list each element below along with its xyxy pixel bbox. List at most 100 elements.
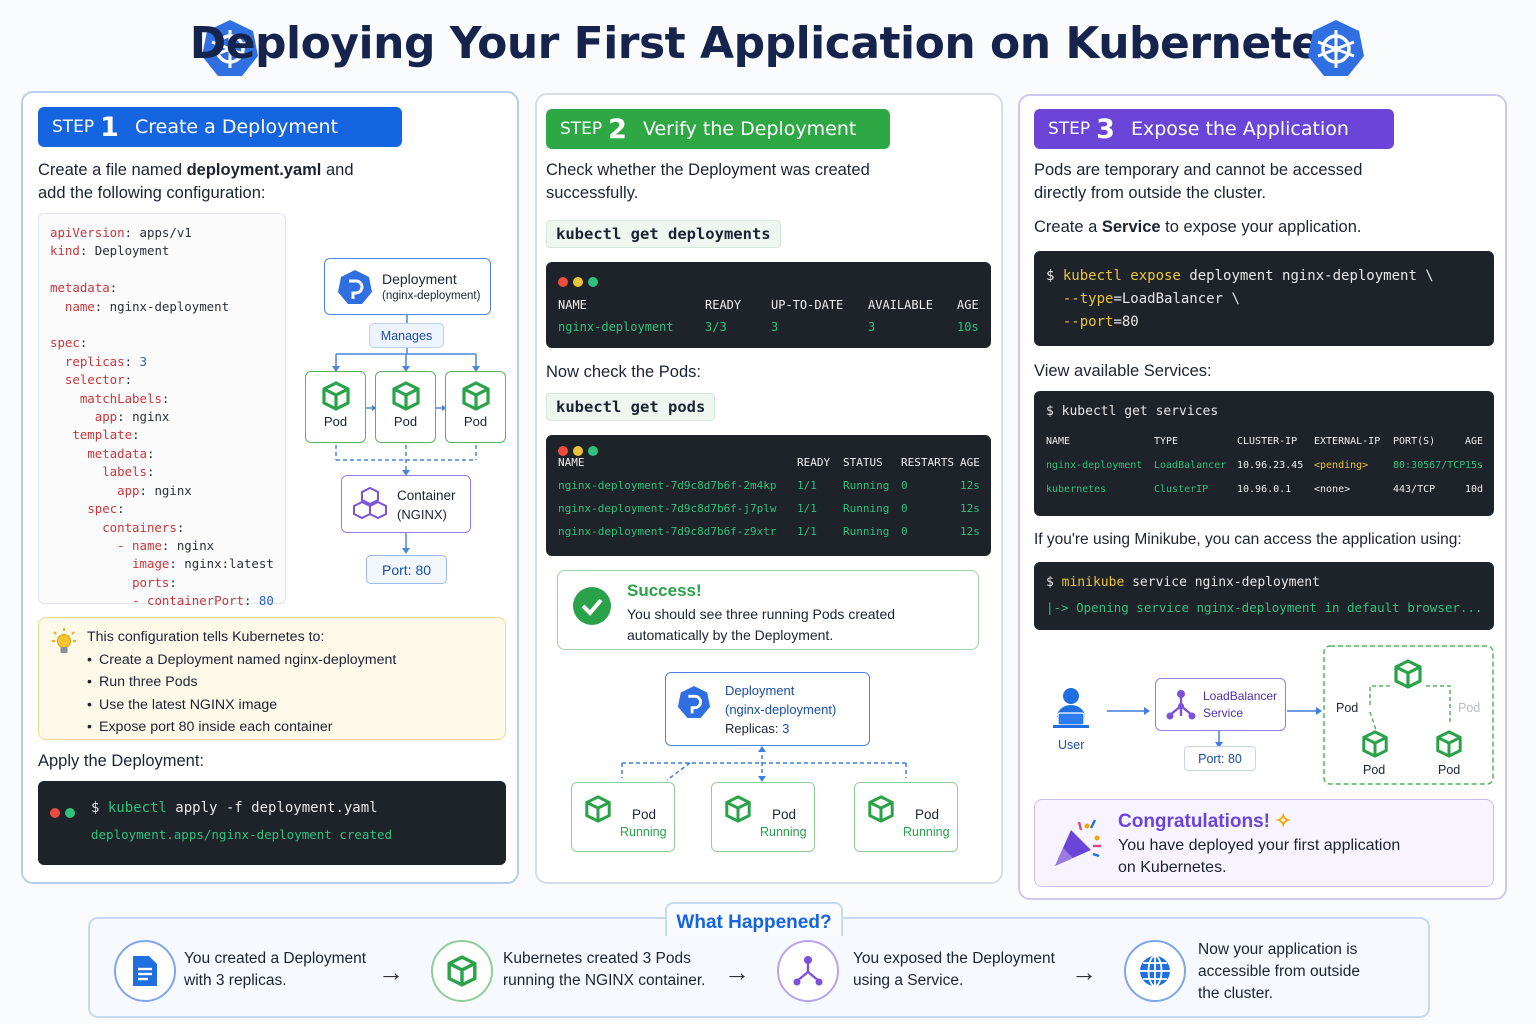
table-header: TYPE bbox=[1154, 436, 1179, 447]
yaml-line: kind: Deployment bbox=[50, 242, 285, 260]
table-cell: Running bbox=[843, 502, 890, 515]
table-cell: nginx-deployment bbox=[1046, 460, 1143, 471]
yaml-key: name bbox=[64, 298, 95, 314]
pod-cube-icon bbox=[321, 381, 350, 411]
success-text: You should see three running Pods create… bbox=[627, 606, 896, 622]
step-number: 3 bbox=[1096, 113, 1115, 145]
pod-node: Pod bbox=[305, 371, 366, 443]
intro-text: Create a file named bbox=[38, 161, 187, 179]
table-cell: 0 bbox=[901, 502, 908, 515]
intro-text: directly from outside the cluster. bbox=[1034, 184, 1267, 202]
party-popper-icon bbox=[1055, 819, 1101, 866]
apply-terminal: $ kubectl apply -f deployment.yaml deplo… bbox=[38, 781, 506, 865]
prompt: $ bbox=[1046, 404, 1062, 419]
pod-label: Pod bbox=[393, 414, 418, 429]
yaml-text bbox=[50, 556, 132, 571]
text: to expose your application. bbox=[1160, 218, 1362, 236]
step1-connectors bbox=[332, 315, 480, 554]
step-number: 1 bbox=[100, 111, 119, 143]
table-cell: nginx-deployment-7d9c8d7b6f-2m4kp bbox=[558, 479, 777, 492]
yaml-key: metadata bbox=[50, 280, 110, 296]
yaml-text bbox=[50, 538, 117, 553]
yaml-key: ports bbox=[132, 574, 170, 590]
expose-line-1: $ kubectl expose deployment nginx-deploy… bbox=[1046, 265, 1494, 288]
container-stack-icon bbox=[353, 486, 387, 520]
table-header: READY bbox=[705, 298, 742, 312]
yaml-text: : bbox=[161, 390, 170, 406]
intro-text: add the following configuration: bbox=[38, 184, 266, 202]
yaml-key: app bbox=[94, 409, 118, 425]
success-message: You should see three running Pods create… bbox=[627, 604, 895, 646]
step-word: STEP bbox=[560, 119, 603, 139]
yaml-line: containers: bbox=[50, 519, 285, 537]
table-cell: <none> bbox=[1314, 484, 1351, 495]
table-cell: 10.96.23.45 bbox=[1237, 460, 1304, 471]
yaml-key: spec bbox=[50, 335, 80, 351]
pods-label: Now check the Pods: bbox=[546, 363, 701, 381]
congrats-title: Congratulations! bbox=[1118, 811, 1270, 832]
yaml-text bbox=[50, 575, 132, 590]
cmd: kubectl get services bbox=[1061, 404, 1219, 419]
pod-label: Pod bbox=[463, 414, 488, 429]
intro-text: Pods are temporary and cannot be accesse… bbox=[1034, 161, 1363, 179]
pod-cube-icon bbox=[1394, 659, 1422, 689]
yaml-text: : bbox=[243, 593, 259, 609]
yaml-key: template bbox=[72, 427, 133, 443]
user-label: User bbox=[1058, 738, 1085, 752]
get-pods-command: kubectl get pods bbox=[546, 393, 716, 421]
prompt: $ bbox=[1046, 575, 1062, 590]
what-happened-heading: What Happened? bbox=[665, 902, 843, 936]
intro-text: and bbox=[321, 161, 354, 179]
page-title: Deploying Your First Application on Kube… bbox=[189, 18, 1347, 69]
pod-label: Pod bbox=[772, 807, 797, 822]
table-header: AGE bbox=[960, 456, 980, 469]
flag-value: =80 bbox=[1113, 314, 1139, 330]
kubernetes-logo-right-icon bbox=[1308, 20, 1364, 76]
table-cell: 15s bbox=[1465, 460, 1484, 471]
table-cell: Running bbox=[843, 479, 890, 492]
yaml-text: : bbox=[147, 445, 155, 461]
table-cell: 3 bbox=[868, 320, 876, 334]
table-cell: 10s bbox=[957, 320, 979, 334]
pod-status: Running bbox=[760, 825, 807, 839]
services-command: $ kubectl get services bbox=[1046, 404, 1218, 419]
table-cell: 80:30567/TCP bbox=[1393, 460, 1466, 471]
yaml-text: : bbox=[169, 574, 177, 590]
summary-line: accessible from outside bbox=[1198, 963, 1360, 980]
table-header: NAME bbox=[558, 456, 585, 469]
cmd-bin: minikube bbox=[1061, 575, 1125, 590]
table-cell: <pending> bbox=[1314, 460, 1369, 471]
step1-intro: Create a file named deployment.yaml and a… bbox=[38, 159, 498, 205]
table-header: NAME bbox=[1046, 436, 1071, 447]
yaml-text bbox=[50, 464, 102, 479]
cmd-args: apply -f deployment.yaml bbox=[166, 800, 378, 816]
pod-cube-icon bbox=[725, 795, 751, 823]
table-header: EXTERNAL-IP bbox=[1314, 436, 1381, 447]
tip-item: Use the latest NGINX image bbox=[87, 694, 505, 717]
party-emoji-icon: ✧ bbox=[1275, 811, 1292, 832]
yaml-number: 3 bbox=[139, 353, 147, 369]
yaml-key: labels bbox=[102, 464, 147, 480]
yaml-line: - name: nginx bbox=[50, 537, 285, 555]
file-name: deployment.yaml bbox=[186, 161, 322, 179]
create-service-text: Create a Service to expose your applicat… bbox=[1034, 216, 1361, 239]
globe-icon bbox=[1140, 955, 1170, 987]
table-header: CLUSTER-IP bbox=[1237, 436, 1298, 447]
document-icon bbox=[133, 956, 157, 986]
pod-cube-icon bbox=[1362, 730, 1388, 758]
replicas-label: Replicas: bbox=[725, 721, 783, 736]
flag: --port bbox=[1046, 314, 1114, 330]
yaml-key: image bbox=[132, 556, 170, 572]
tip-item: Run three Pods bbox=[87, 671, 505, 694]
tip-item: Create a Deployment named nginx-deployme… bbox=[87, 649, 505, 672]
pod-label-faded: Pod bbox=[1458, 701, 1481, 715]
kubernetes-logo-left-icon bbox=[202, 20, 258, 76]
table-header: PORT(S) bbox=[1393, 436, 1436, 447]
yaml-text: : bbox=[79, 335, 88, 351]
deployment-sublabel: (nginx-deployment) bbox=[382, 290, 481, 302]
port-badge: Port: 80 bbox=[1184, 746, 1256, 771]
yaml-text bbox=[50, 501, 87, 516]
user-laptop-icon bbox=[1053, 688, 1089, 728]
yaml-line: metadata: bbox=[50, 279, 285, 297]
